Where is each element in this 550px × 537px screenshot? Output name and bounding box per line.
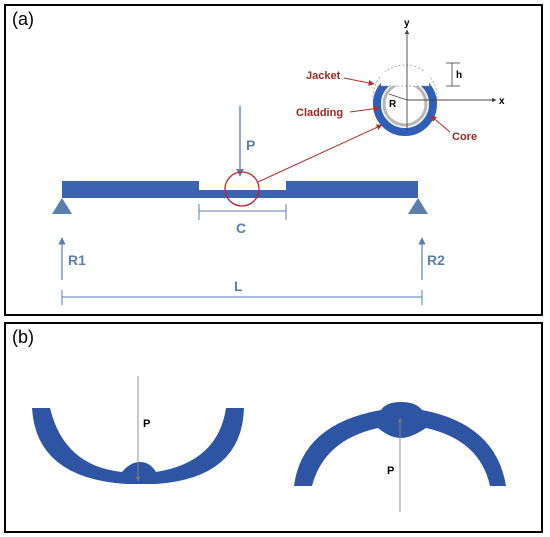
- left-load-label: P: [143, 418, 150, 430]
- radius-label: R: [389, 99, 397, 110]
- panel-a-label: (a): [12, 9, 34, 29]
- deformed-shapes: P P: [32, 376, 506, 512]
- detail-arrow: [257, 124, 383, 183]
- notch-circle: [224, 171, 260, 207]
- beam: [62, 181, 418, 198]
- cross-section-ghost: [372, 64, 438, 130]
- left-support: [52, 198, 72, 214]
- core-label: Core: [452, 131, 477, 143]
- cross-section-notch: [381, 72, 429, 86]
- left-reaction-label: R1: [68, 252, 86, 268]
- jacket-label: Jacket: [306, 70, 341, 82]
- right-support: [408, 198, 428, 214]
- panel-a: (a) P C R1: [4, 4, 543, 316]
- cladding-label: Cladding: [296, 107, 343, 119]
- load-label: P: [246, 137, 255, 153]
- length-label: L: [234, 278, 243, 294]
- height-label: h: [456, 70, 462, 81]
- y-axis-label: y: [404, 18, 410, 29]
- left-deformed-fiber: [32, 408, 244, 484]
- right-deformed-fiber: [294, 402, 506, 486]
- span-label: C: [236, 220, 246, 236]
- panel-b-label: (b): [12, 327, 34, 347]
- x-axis-label: x: [499, 96, 505, 107]
- right-reaction-label: R2: [427, 252, 445, 268]
- beam-diagram: P C R1 R2 L y x h: [52, 18, 505, 305]
- right-load-label: P: [387, 465, 394, 477]
- radius-line: [388, 93, 408, 101]
- panel-b: (b) P P: [4, 322, 543, 533]
